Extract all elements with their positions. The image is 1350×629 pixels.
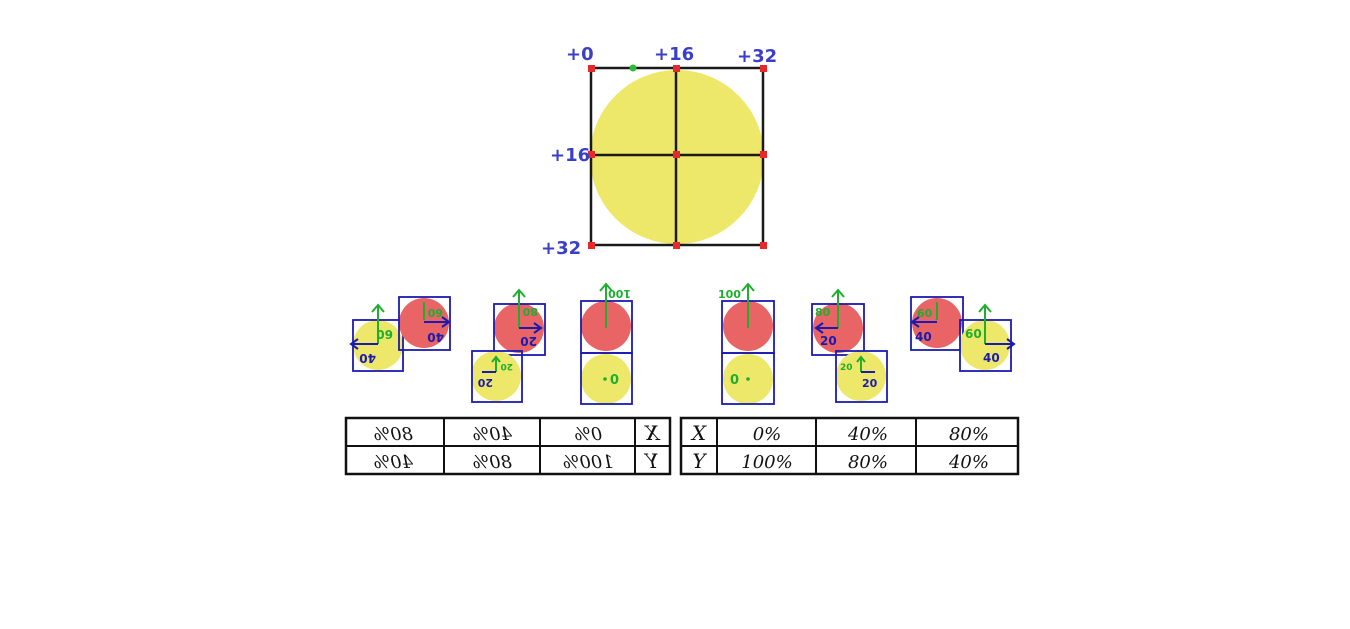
- blue-right-arrow: [985, 338, 1016, 350]
- mini-number-green: 20: [840, 363, 853, 373]
- mini-number-blue: 20: [477, 376, 493, 389]
- corner-dot: [673, 151, 680, 158]
- blue-box: [471, 350, 523, 403]
- mini-number-zero: 0: [610, 370, 619, 385]
- main-grid-diagram: +0 +16 +32 +16 +32: [541, 44, 777, 259]
- left-mini-diagrams: 60 40 60 40 80 20 20 20 100: [349, 282, 633, 405]
- mini-number-blue: 40: [427, 330, 444, 344]
- right-mini-diagrams: 100 0 80 20 20 20: [718, 282, 1016, 405]
- blue-left-arrow: [814, 322, 838, 334]
- table-cell: 100%: [741, 452, 792, 473]
- blue-left-arrow: [910, 316, 937, 328]
- green-up-arrow: [491, 355, 501, 372]
- corner-dot: [760, 242, 767, 249]
- mini-number-green: 60: [917, 307, 933, 320]
- table-cell: 40%: [847, 424, 888, 445]
- mini-number-blue: 40: [983, 351, 1000, 365]
- top-label-32: +32: [737, 46, 777, 67]
- mini-pair-left-2: 80 20 20 20: [471, 288, 546, 403]
- mini-number-green: 100: [608, 287, 631, 300]
- mini-number-blue: 20: [820, 334, 837, 348]
- corner-dot: [588, 65, 595, 72]
- blue-box: [910, 296, 964, 351]
- blue-right-arrow: [519, 322, 543, 334]
- mini-number-blue: 20: [520, 334, 537, 348]
- yellow-circle: [471, 351, 521, 401]
- mini-number-green: 20: [500, 361, 513, 371]
- mini-pair-right-3: 60 40 60 40: [910, 296, 1016, 372]
- mini-number-green: 60: [965, 327, 982, 341]
- left-label-16: +16: [550, 145, 590, 166]
- mini-pair-left-1: 60 40 60 40: [349, 296, 451, 372]
- table-cell: 80%: [848, 452, 888, 473]
- mini-number-green: 100: [718, 288, 741, 301]
- blue-box: [398, 296, 451, 351]
- mini-number-green: 80: [815, 306, 831, 319]
- green-up-arrow: [371, 303, 385, 344]
- corner-dot: [673, 65, 680, 72]
- origin-dot: [603, 377, 607, 381]
- top-label-0: +0: [566, 44, 594, 65]
- mini-pair-left-3: 100 0: [580, 282, 633, 405]
- left-label-32: +32: [541, 238, 581, 259]
- green-up-arrow: [741, 282, 755, 328]
- mini-number-green: 60: [376, 327, 393, 341]
- blue-box: [580, 352, 633, 405]
- table-header-y: Y: [644, 449, 659, 473]
- green-up-arrow: [599, 282, 613, 328]
- table-cell: 0%: [753, 424, 782, 445]
- corner-dot: [588, 242, 595, 249]
- blue-box: [721, 352, 775, 405]
- mini-number-blue: 40: [359, 351, 376, 365]
- green-marker-dot: [629, 64, 637, 72]
- mini-number-blue: 20: [862, 377, 878, 390]
- green-up-arrow: [512, 288, 526, 328]
- mini-pair-right-1: 100 0: [718, 282, 775, 405]
- table-cell: 40%: [373, 452, 414, 473]
- green-up-arrow: [856, 355, 866, 372]
- table-cell: 0%: [574, 424, 603, 445]
- right-table: X 0% 40% 80% Y 100% 80% 40%: [679, 416, 1020, 476]
- mini-number-blue: 40: [915, 330, 932, 344]
- table-header-x: X: [644, 421, 661, 445]
- corner-dot: [673, 242, 680, 249]
- top-label-16: +16: [654, 44, 694, 65]
- table-cell: 80%: [373, 424, 413, 445]
- corner-dot: [760, 151, 767, 158]
- mini-number-green: 60: [427, 306, 443, 319]
- green-up-arrow: [978, 303, 992, 344]
- table-header-y: Y: [692, 449, 707, 473]
- table-cell: 80%: [472, 452, 512, 473]
- green-up-arrow: [831, 288, 845, 328]
- yellow-circle: [836, 351, 886, 401]
- table-cell: 100%: [562, 452, 613, 473]
- blue-right-arrow: [424, 316, 451, 328]
- table-cell: 80%: [949, 424, 989, 445]
- blue-box: [835, 350, 888, 403]
- table-cell: 40%: [948, 452, 989, 473]
- mini-number-zero: 0: [730, 373, 739, 388]
- left-table: 80% 40% 0% X 40% 80% 100% Y: [344, 416, 672, 476]
- origin-dot: [746, 377, 750, 381]
- corner-dot: [760, 65, 767, 72]
- mini-number-green: 80: [522, 305, 538, 318]
- table-cell: 40%: [472, 424, 513, 445]
- mini-pair-right-2: 80 20 20 20: [811, 288, 888, 403]
- corner-dot: [588, 151, 595, 158]
- blue-left-arrow: [349, 338, 378, 350]
- table-header-x: X: [690, 421, 707, 445]
